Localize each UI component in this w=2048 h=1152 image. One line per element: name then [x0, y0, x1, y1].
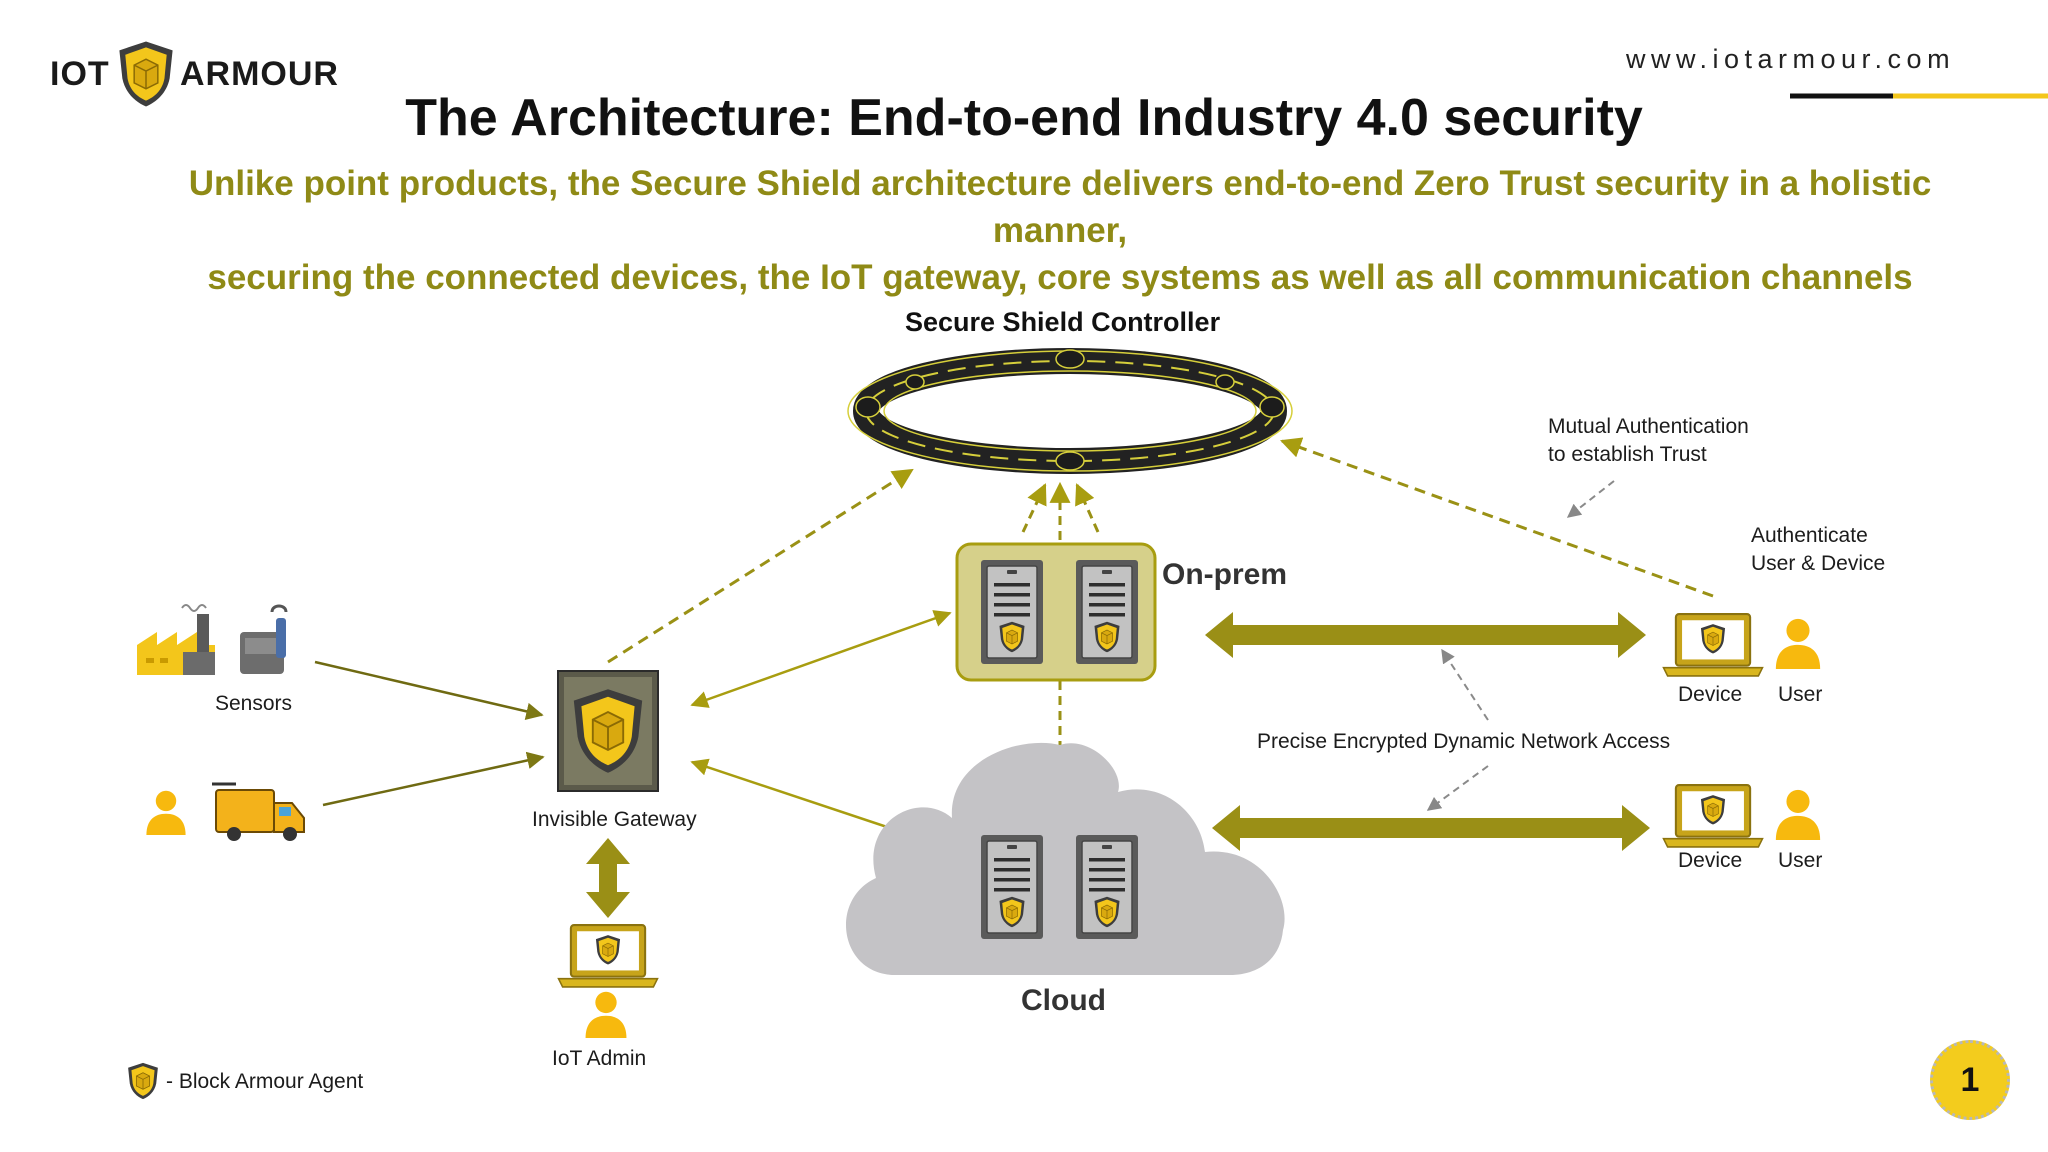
- mutual-auth-label-2: to establish Trust: [1548, 443, 1707, 466]
- legend-label: - Block Armour Agent: [166, 1070, 364, 1093]
- network-access-label: Precise Encrypted Dynamic Network Access: [1257, 730, 1671, 753]
- authenticate-label-2: User & Device: [1751, 552, 1886, 575]
- onprem-label: On-prem: [1162, 558, 1288, 591]
- ring-controller-icon: [847, 348, 1293, 474]
- page-subtitle: Unlike point products, the Secure Shield…: [120, 160, 2000, 301]
- gateway-label: Invisible Gateway: [532, 808, 697, 831]
- sensors-label: Sensors: [215, 692, 293, 715]
- user-label-bottom: User: [1778, 849, 1823, 872]
- subtitle-line-1: Unlike point products, the Secure Shield…: [188, 164, 1932, 250]
- gateway-icon: [557, 670, 659, 792]
- page-title: The Architecture: End-to-end Industry 4.…: [405, 89, 1643, 147]
- device-label-bottom: Device: [1678, 849, 1743, 872]
- mutual-auth-label-1: Mutual Authentication: [1548, 415, 1749, 438]
- website-url[interactable]: www.iotarmour.com: [1626, 44, 1956, 74]
- iot-admin-label: IoT Admin: [552, 1047, 647, 1070]
- cloud-label: Cloud: [1021, 984, 1106, 1017]
- truck-icon: [212, 782, 305, 841]
- controller-label: Secure Shield Controller: [905, 307, 1221, 337]
- sensor-icon: [240, 604, 288, 674]
- brand-logo-right: ARMOUR: [180, 55, 339, 93]
- user-label-top: User: [1778, 683, 1823, 706]
- authenticate-label-1: Authenticate: [1751, 524, 1868, 547]
- brand-logo-left: IOT: [50, 55, 110, 93]
- device-label-top: Device: [1678, 683, 1743, 706]
- page-number-badge: 1: [1930, 1040, 2010, 1120]
- factory-icon: [137, 604, 215, 675]
- cloud-icon: [846, 742, 1285, 975]
- subtitle-line-2: securing the connected devices, the IoT …: [207, 258, 1913, 297]
